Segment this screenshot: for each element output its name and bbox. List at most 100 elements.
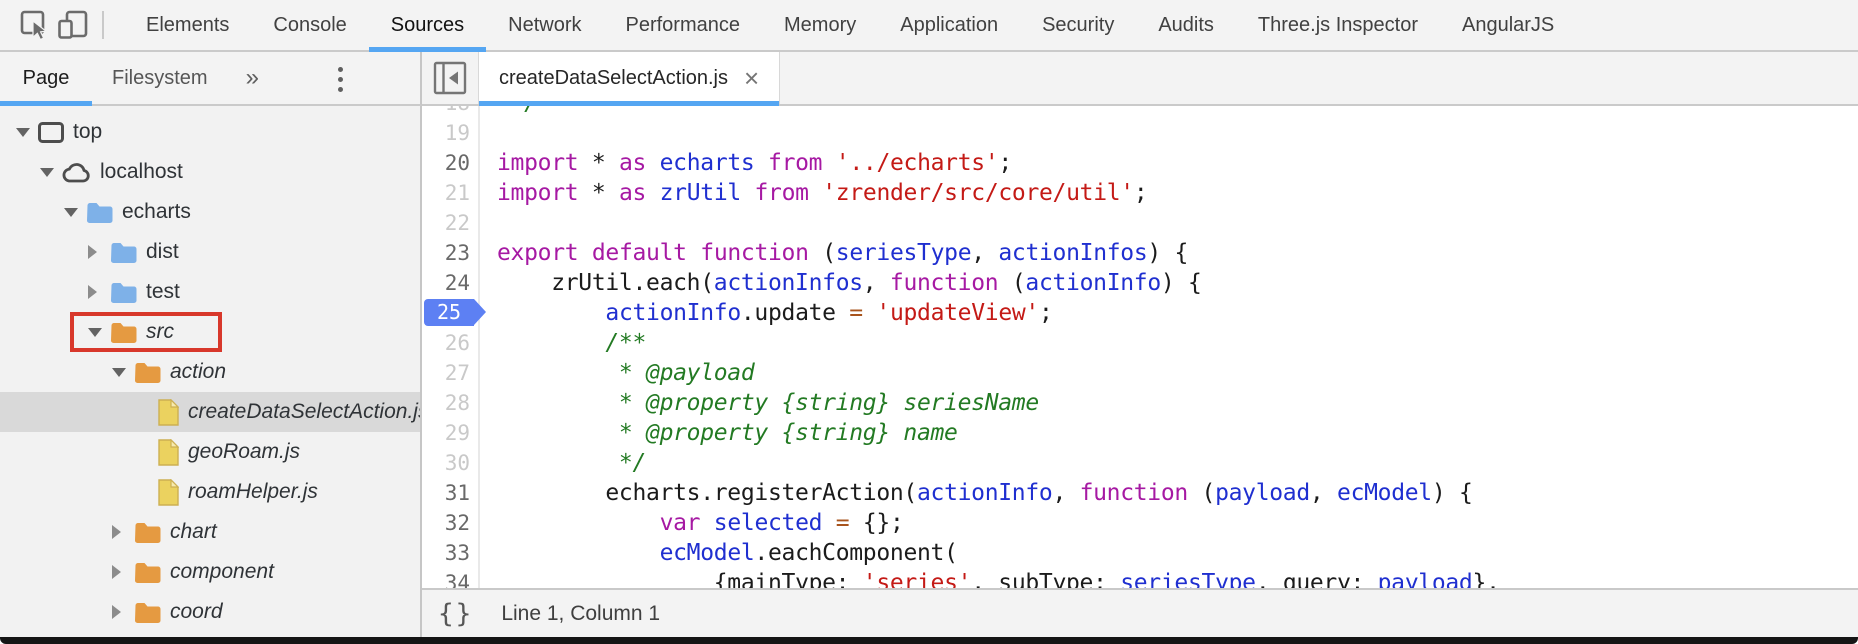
line-number[interactable]: 27 bbox=[422, 358, 470, 388]
tree-item-georoam-js[interactable]: geoRoam.js bbox=[0, 432, 420, 472]
code-text: zrUtil.each(actionInfos, function (actio… bbox=[497, 268, 1202, 298]
code-text: */ bbox=[497, 106, 538, 118]
line-number[interactable]: 23 bbox=[422, 238, 470, 268]
tree-item-chart[interactable]: chart bbox=[0, 512, 420, 552]
chevron-collapsed-icon[interactable] bbox=[112, 565, 134, 579]
code-line-31: 31 echarts.registerAction(actionInfo, fu… bbox=[422, 478, 1858, 508]
tree-item-createdataselectaction-js[interactable]: createDataSelectAction.js bbox=[0, 392, 420, 432]
tree-item-roamhelper-js[interactable]: roamHelper.js bbox=[0, 472, 420, 512]
tab-audits[interactable]: Audits bbox=[1136, 0, 1236, 50]
line-number[interactable]: 22 bbox=[422, 208, 470, 238]
tab-sources[interactable]: Sources bbox=[369, 0, 486, 50]
line-number[interactable]: 20 bbox=[422, 148, 470, 178]
tree-item-label: createDataSelectAction.js bbox=[188, 400, 420, 424]
code-text: * @property {string} name bbox=[497, 418, 958, 448]
chevron-expanded-icon[interactable] bbox=[112, 368, 134, 377]
folder-orange-icon bbox=[110, 321, 137, 343]
hide-navigator-icon[interactable] bbox=[422, 52, 478, 104]
tab-filesystem[interactable]: Filesystem bbox=[112, 52, 208, 104]
chevron-collapsed-icon[interactable] bbox=[88, 245, 110, 259]
tree-item-top[interactable]: top bbox=[0, 112, 420, 152]
code-line-25: 25 actionInfo.update = 'updateView'; bbox=[422, 298, 1858, 328]
line-number[interactable]: 32 bbox=[422, 508, 470, 538]
navigator-header: Page Filesystem » bbox=[0, 52, 422, 106]
cloud-icon bbox=[62, 161, 91, 183]
tree-item-component[interactable]: component bbox=[0, 552, 420, 592]
tree-item-label: chart bbox=[170, 520, 217, 544]
cursor-position-label: Line 1, Column 1 bbox=[501, 602, 660, 626]
tab-page[interactable]: Page bbox=[0, 52, 92, 104]
code-text: /** bbox=[497, 328, 646, 358]
code-text: export default function (seriesType, act… bbox=[497, 238, 1188, 268]
tab-memory[interactable]: Memory bbox=[762, 0, 878, 50]
line-number[interactable]: 29 bbox=[422, 418, 470, 448]
tree-item-src[interactable]: src bbox=[0, 312, 420, 352]
tab-elements[interactable]: Elements bbox=[124, 0, 251, 50]
code-line-26: 26 /** bbox=[422, 328, 1858, 358]
navigator-panel: toplocalhost echarts dist testsrc action crea… bbox=[0, 106, 422, 637]
tab-security[interactable]: Security bbox=[1020, 0, 1136, 50]
editor-status-bar: {} Line 1, Column 1 bbox=[422, 588, 1858, 637]
chevron-collapsed-icon[interactable] bbox=[88, 285, 110, 299]
more-tabs-chevron-icon[interactable]: » bbox=[246, 64, 259, 92]
tree-item-echarts[interactable]: echarts bbox=[0, 192, 420, 232]
line-number[interactable]: 33 bbox=[422, 538, 470, 568]
kebab-menu-icon[interactable] bbox=[338, 67, 343, 92]
tab-three-js-inspector[interactable]: Three.js Inspector bbox=[1236, 0, 1440, 50]
code-text: * @property {string} seriesName bbox=[497, 388, 1039, 418]
code-text: import * as echarts from '../echarts'; bbox=[497, 148, 1012, 178]
line-number[interactable]: 26 bbox=[422, 328, 470, 358]
tab-console[interactable]: Console bbox=[251, 0, 368, 50]
line-number[interactable]: 19 bbox=[422, 118, 470, 148]
chevron-collapsed-icon[interactable] bbox=[112, 525, 134, 539]
tab-performance[interactable]: Performance bbox=[604, 0, 763, 50]
tree-item-label: dist bbox=[146, 240, 179, 264]
file-icon bbox=[158, 399, 179, 426]
tree-item-coord[interactable]: coord bbox=[0, 592, 420, 632]
line-number[interactable]: 31 bbox=[422, 478, 470, 508]
chevron-expanded-icon[interactable] bbox=[64, 208, 86, 217]
tree-item-label: coord bbox=[170, 600, 223, 624]
inspect-element-icon[interactable] bbox=[16, 7, 54, 43]
line-number[interactable]: 24 bbox=[422, 268, 470, 298]
tab-angularjs[interactable]: AngularJS bbox=[1440, 0, 1576, 50]
code-line-33: 33 ecModel.eachComponent( bbox=[422, 538, 1858, 568]
line-number[interactable]: 30 bbox=[422, 448, 470, 478]
code-line-30: 30 */ bbox=[422, 448, 1858, 478]
code-text: ecModel.eachComponent( bbox=[497, 538, 958, 568]
code-lines: 18 */ 1920 import * as echarts from '../ec… bbox=[422, 106, 1858, 588]
code-line-32: 32 var selected = {}; bbox=[422, 508, 1858, 538]
line-number[interactable]: 18 bbox=[422, 106, 470, 118]
code-line-28: 28 * @property {string} seriesName bbox=[422, 388, 1858, 418]
file-tree: toplocalhost echarts dist testsrc action crea… bbox=[0, 112, 420, 632]
tree-item-label: geoRoam.js bbox=[188, 440, 300, 464]
tree-item-action[interactable]: action bbox=[0, 352, 420, 392]
code-text: import * as zrUtil from 'zrender/src/cor… bbox=[497, 178, 1147, 208]
close-tab-icon[interactable]: × bbox=[744, 65, 759, 91]
tree-item-test[interactable]: test bbox=[0, 272, 420, 312]
tab-application[interactable]: Application bbox=[878, 0, 1020, 50]
tree-item-localhost[interactable]: localhost bbox=[0, 152, 420, 192]
tree-item-label: action bbox=[170, 360, 226, 384]
code-text: */ bbox=[497, 448, 646, 478]
tree-item-dist[interactable]: dist bbox=[0, 232, 420, 272]
file-icon bbox=[158, 439, 179, 466]
editor-tab-createdataselectaction[interactable]: createDataSelectAction.js × bbox=[478, 52, 780, 104]
chevron-expanded-icon[interactable] bbox=[16, 128, 38, 137]
device-toolbar-icon[interactable] bbox=[54, 7, 92, 43]
chevron-expanded-icon[interactable] bbox=[40, 168, 62, 177]
tree-item-label: echarts bbox=[122, 200, 191, 224]
line-number[interactable]: 34 bbox=[422, 568, 470, 588]
code-line-24: 24 zrUtil.each(actionInfos, function (ac… bbox=[422, 268, 1858, 298]
tree-item-label: roamHelper.js bbox=[188, 480, 318, 504]
breakpoint-badge[interactable]: 25 bbox=[424, 299, 474, 326]
tab-network[interactable]: Network bbox=[486, 0, 603, 50]
chevron-expanded-icon[interactable] bbox=[88, 328, 110, 337]
tree-item-label: component bbox=[170, 560, 274, 584]
chevron-collapsed-icon[interactable] bbox=[112, 605, 134, 619]
line-number[interactable]: 28 bbox=[422, 388, 470, 418]
code-line-21: 21 import * as zrUtil from 'zrender/src/c… bbox=[422, 178, 1858, 208]
line-number[interactable]: 21 bbox=[422, 178, 470, 208]
code-editor[interactable]: 18 */ 1920 import * as echarts from '../ec… bbox=[422, 106, 1858, 588]
pretty-print-icon[interactable]: {} bbox=[438, 599, 473, 629]
